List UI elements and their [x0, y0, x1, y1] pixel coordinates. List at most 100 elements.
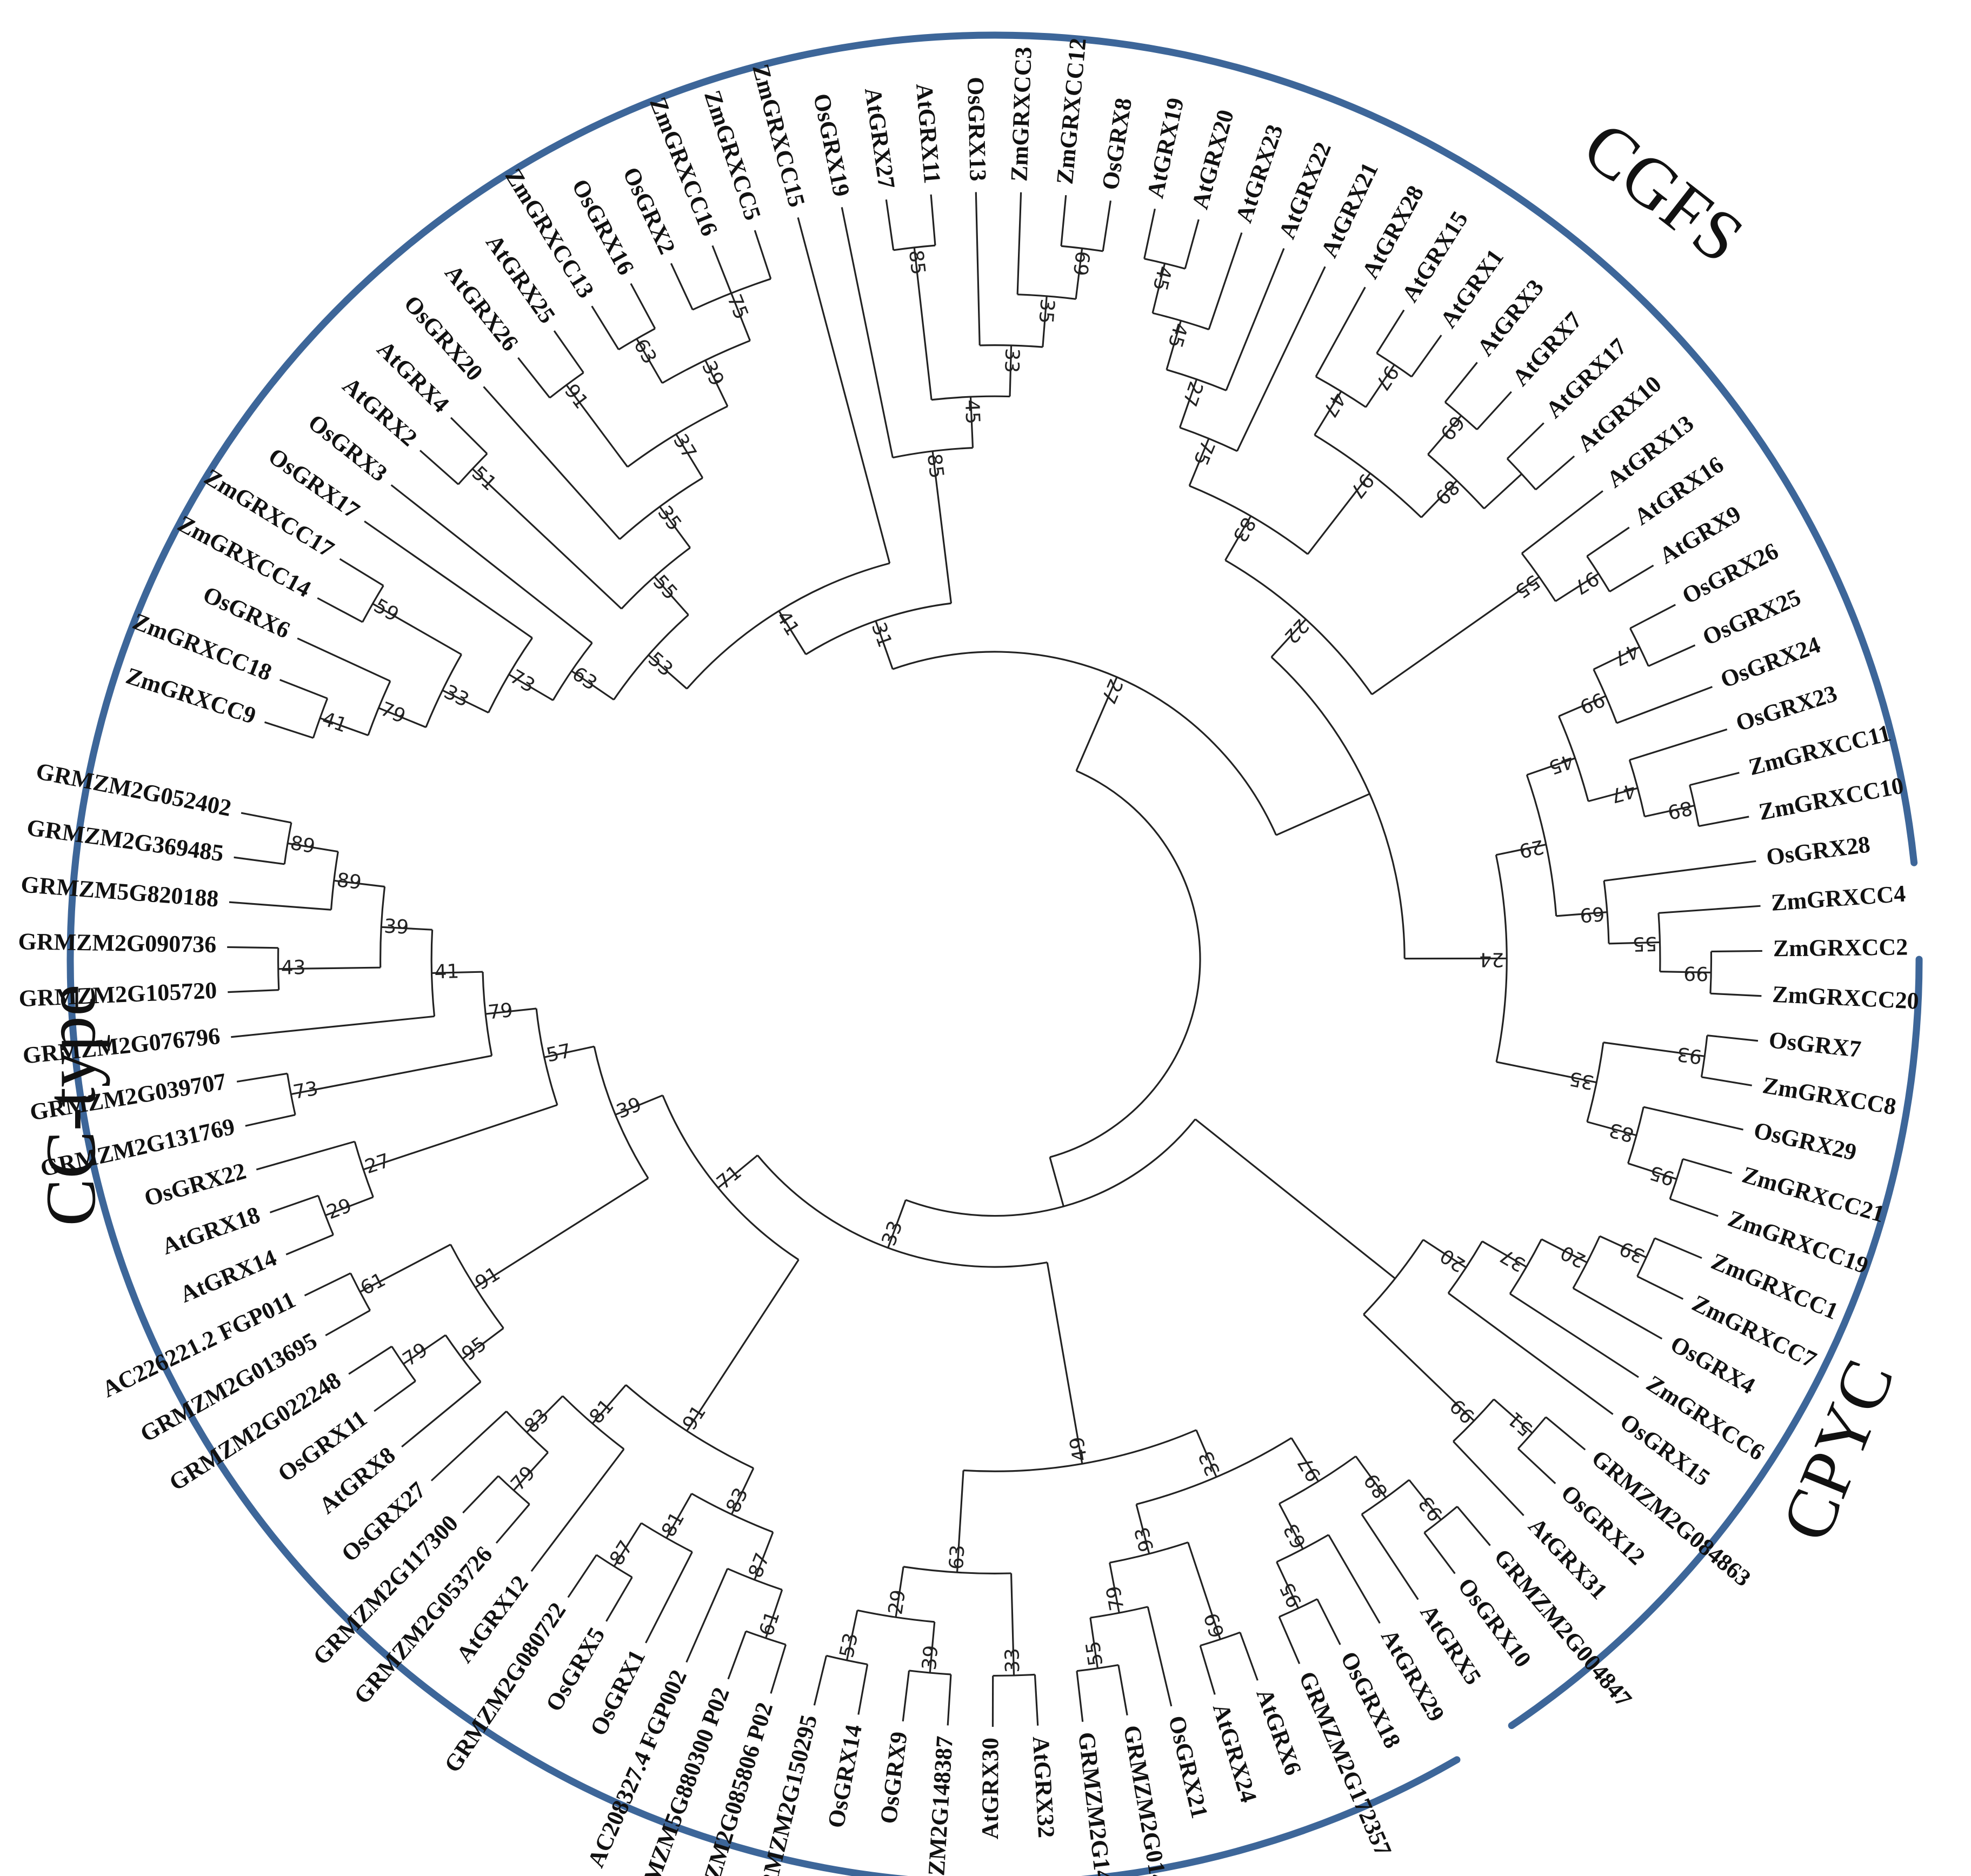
branch-radial — [1316, 1598, 1341, 1645]
leaf-label: OsGRX21 — [1163, 1713, 1213, 1821]
branch-radial — [1573, 1287, 1663, 1340]
branch-radial — [1453, 1440, 1524, 1517]
clade-arc-cc-type-b — [66, 51, 806, 1832]
bootstrap-value: 33 — [1000, 348, 1023, 373]
branch-radial — [269, 1194, 319, 1213]
branch-radial — [1423, 1532, 1456, 1574]
bootstrap-value: 69 — [1200, 1610, 1229, 1640]
branch-radial — [1355, 1456, 1387, 1498]
branch-arc — [1224, 559, 1373, 695]
branch-radial — [241, 812, 292, 824]
branch-radial — [1448, 1292, 1614, 1415]
branch-arc — [593, 1046, 649, 1179]
leaf-label: OsGRX22 — [141, 1158, 249, 1212]
branch-arc — [686, 562, 890, 690]
branch-radial — [1701, 1076, 1752, 1086]
branch-arc — [627, 405, 728, 468]
branch-radial — [526, 1395, 563, 1433]
branch-radial — [1239, 1632, 1258, 1681]
branch-radial — [1361, 1513, 1419, 1600]
branch-radial — [364, 520, 533, 639]
branch-arc — [757, 1154, 1048, 1268]
branch-radial — [1307, 472, 1371, 555]
branch-radial — [297, 637, 391, 682]
branch-arc — [379, 886, 386, 968]
branch-radial — [654, 576, 689, 616]
clade-title-cgfs: CGFS — [1569, 105, 1759, 278]
leaf-label: AtGRX27 — [860, 86, 900, 190]
branch-arc — [619, 477, 703, 540]
bootstrap-value: 39 — [918, 1644, 943, 1671]
branch-arc — [1049, 770, 1201, 1158]
bootstrap-value: 35 — [1034, 298, 1058, 324]
branch-radial — [645, 1551, 693, 1644]
bootstrap-value: 45 — [1546, 750, 1576, 779]
branch-arc — [1558, 716, 1589, 802]
branch-radial — [227, 946, 278, 949]
bootstrap-value: 29 — [1517, 835, 1546, 862]
branch-radial — [325, 1196, 374, 1217]
bootstrap-value: 75 — [723, 291, 753, 323]
branch-radial — [1481, 1240, 1527, 1268]
bootstrap-value: 95 — [458, 1333, 491, 1365]
bootstrap-value: 29 — [324, 1194, 355, 1224]
branch-radial — [1555, 573, 1599, 602]
bootstrap-value: 95 — [1647, 1161, 1677, 1190]
branch-radial — [857, 1664, 869, 1715]
branch-radial — [279, 679, 328, 699]
branch-arc — [286, 1073, 296, 1115]
bootstrap-value: 33 — [1195, 1447, 1225, 1479]
branch-radial — [374, 1380, 416, 1412]
branch-radial — [1699, 816, 1749, 827]
leaf-label: ZmGRXCC8 — [1761, 1072, 1898, 1120]
branch-radial — [1009, 345, 1013, 397]
branch-radial — [325, 1310, 371, 1337]
leaf-label: GRMZM2G013695 — [136, 1327, 322, 1447]
branch-radial — [1587, 1121, 1637, 1137]
bootstrap-value: 73 — [291, 1077, 320, 1104]
clade-arc-cgfs — [751, 31, 1918, 866]
bootstrap-value: 33 — [878, 1218, 907, 1249]
branch-radial — [1588, 787, 1638, 803]
branch-radial — [1315, 286, 1366, 377]
leaf-label: ZmGRXCC12 — [1051, 37, 1091, 185]
branch-arc — [1166, 369, 1227, 391]
branch-radial — [517, 357, 551, 398]
branch-radial — [730, 292, 751, 341]
branch-radial — [686, 1259, 800, 1432]
branch-radial — [1010, 1573, 1015, 1676]
branch-radial — [1558, 695, 1606, 717]
bootstrap-value: 27 — [1178, 378, 1207, 409]
branch-radial — [278, 966, 381, 970]
branch-radial — [665, 1493, 692, 1539]
bootstrap-value: 57 — [544, 1040, 573, 1067]
bootstrap-value: 47 — [1608, 779, 1638, 806]
branch-arc — [1506, 458, 1536, 490]
branch-radial — [887, 1199, 907, 1249]
bootstrap-value: 55 — [649, 571, 682, 604]
branch-radial — [1075, 677, 1118, 771]
branch-arc — [562, 1395, 625, 1450]
branch-arc — [662, 1094, 800, 1261]
bootstrap-value: 71 — [713, 1161, 745, 1194]
bootstrap-value: 79 — [377, 698, 409, 727]
branch-arc — [1526, 775, 1557, 917]
branch-arc — [980, 344, 1043, 348]
branch-radial — [1270, 618, 1307, 658]
bootstrap-value: 89 — [1666, 796, 1695, 823]
branch-arc — [903, 1566, 1011, 1574]
branch-radial — [483, 386, 621, 540]
bootstrap-value: 45 — [1148, 264, 1176, 293]
branch-arc — [1090, 1606, 1148, 1619]
branch-arc — [805, 602, 951, 656]
bootstrap-value: 41 — [319, 708, 350, 737]
branch-arc — [330, 851, 339, 910]
leaf-label: GRMZM2G369485 — [25, 814, 225, 866]
bootstrap-value: 89 — [289, 832, 317, 858]
branch-radial — [1493, 1398, 1533, 1434]
bootstrap-value: 89 — [1360, 1470, 1393, 1503]
branch-arc — [425, 654, 462, 728]
tree-branches — [227, 192, 1762, 1727]
